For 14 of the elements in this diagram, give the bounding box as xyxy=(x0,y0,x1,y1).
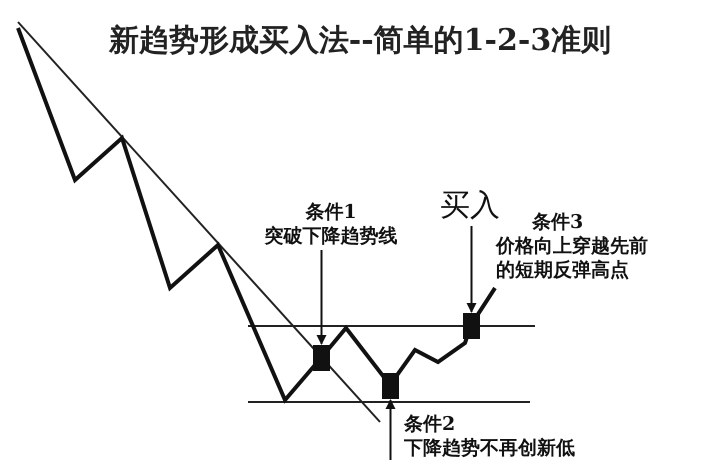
condition-heading: 条件3 xyxy=(530,210,584,234)
candlestick xyxy=(313,345,330,371)
candlestick xyxy=(382,373,399,399)
condition-text: 突破下降趋势线 xyxy=(264,224,398,248)
arrow xyxy=(316,250,326,345)
title: 新趋势形成买入法--简单的1-2-3准则 xyxy=(108,22,612,60)
arrow xyxy=(386,399,396,460)
condition-heading: 条件2 xyxy=(404,412,456,436)
condition-text: 下降趋势不再创新低 xyxy=(404,436,576,460)
arrow xyxy=(466,226,476,313)
condition-text: 价格向上穿越先前的短期反弹高点 xyxy=(496,234,649,282)
buy-label: 买入 xyxy=(440,188,501,224)
candlestick xyxy=(463,313,480,339)
condition-heading: 条件1 xyxy=(304,200,358,224)
